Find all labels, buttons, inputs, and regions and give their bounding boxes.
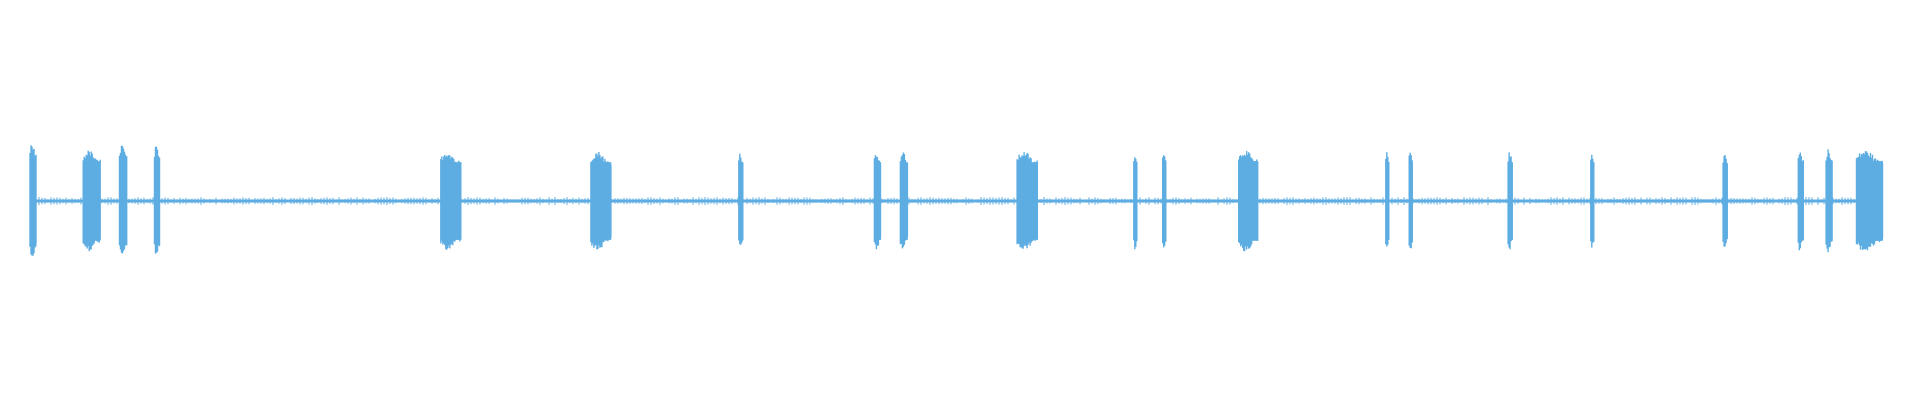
waveform-layer bbox=[29, 145, 1884, 256]
waveform-burst-core bbox=[1162, 160, 1167, 242]
waveform-burst-core bbox=[83, 161, 101, 241]
waveform-burst-core bbox=[154, 157, 160, 245]
waveform-burst-core bbox=[900, 162, 908, 240]
waveform-burst-core bbox=[1508, 162, 1513, 240]
waveform-burst-core bbox=[1409, 160, 1413, 242]
waveform-burst-core bbox=[440, 162, 462, 240]
waveform-burst-core bbox=[1238, 161, 1258, 241]
waveform-burst-core bbox=[1798, 161, 1804, 241]
waveform-burst-core bbox=[1826, 160, 1833, 242]
waveform-burst-core bbox=[1856, 161, 1883, 241]
waveform-burst-core bbox=[1723, 163, 1728, 239]
waveform-burst-core bbox=[1590, 162, 1595, 240]
waveform-burst-core bbox=[1385, 162, 1390, 240]
waveform-burst-core bbox=[30, 155, 37, 247]
waveform-burst-core bbox=[590, 162, 612, 240]
waveform-burst-core bbox=[119, 156, 128, 246]
waveform-burst-core bbox=[738, 162, 744, 240]
waveform-burst-core bbox=[1017, 162, 1038, 240]
waveform-burst-core bbox=[874, 162, 882, 240]
waveform-burst-core bbox=[1133, 162, 1138, 240]
